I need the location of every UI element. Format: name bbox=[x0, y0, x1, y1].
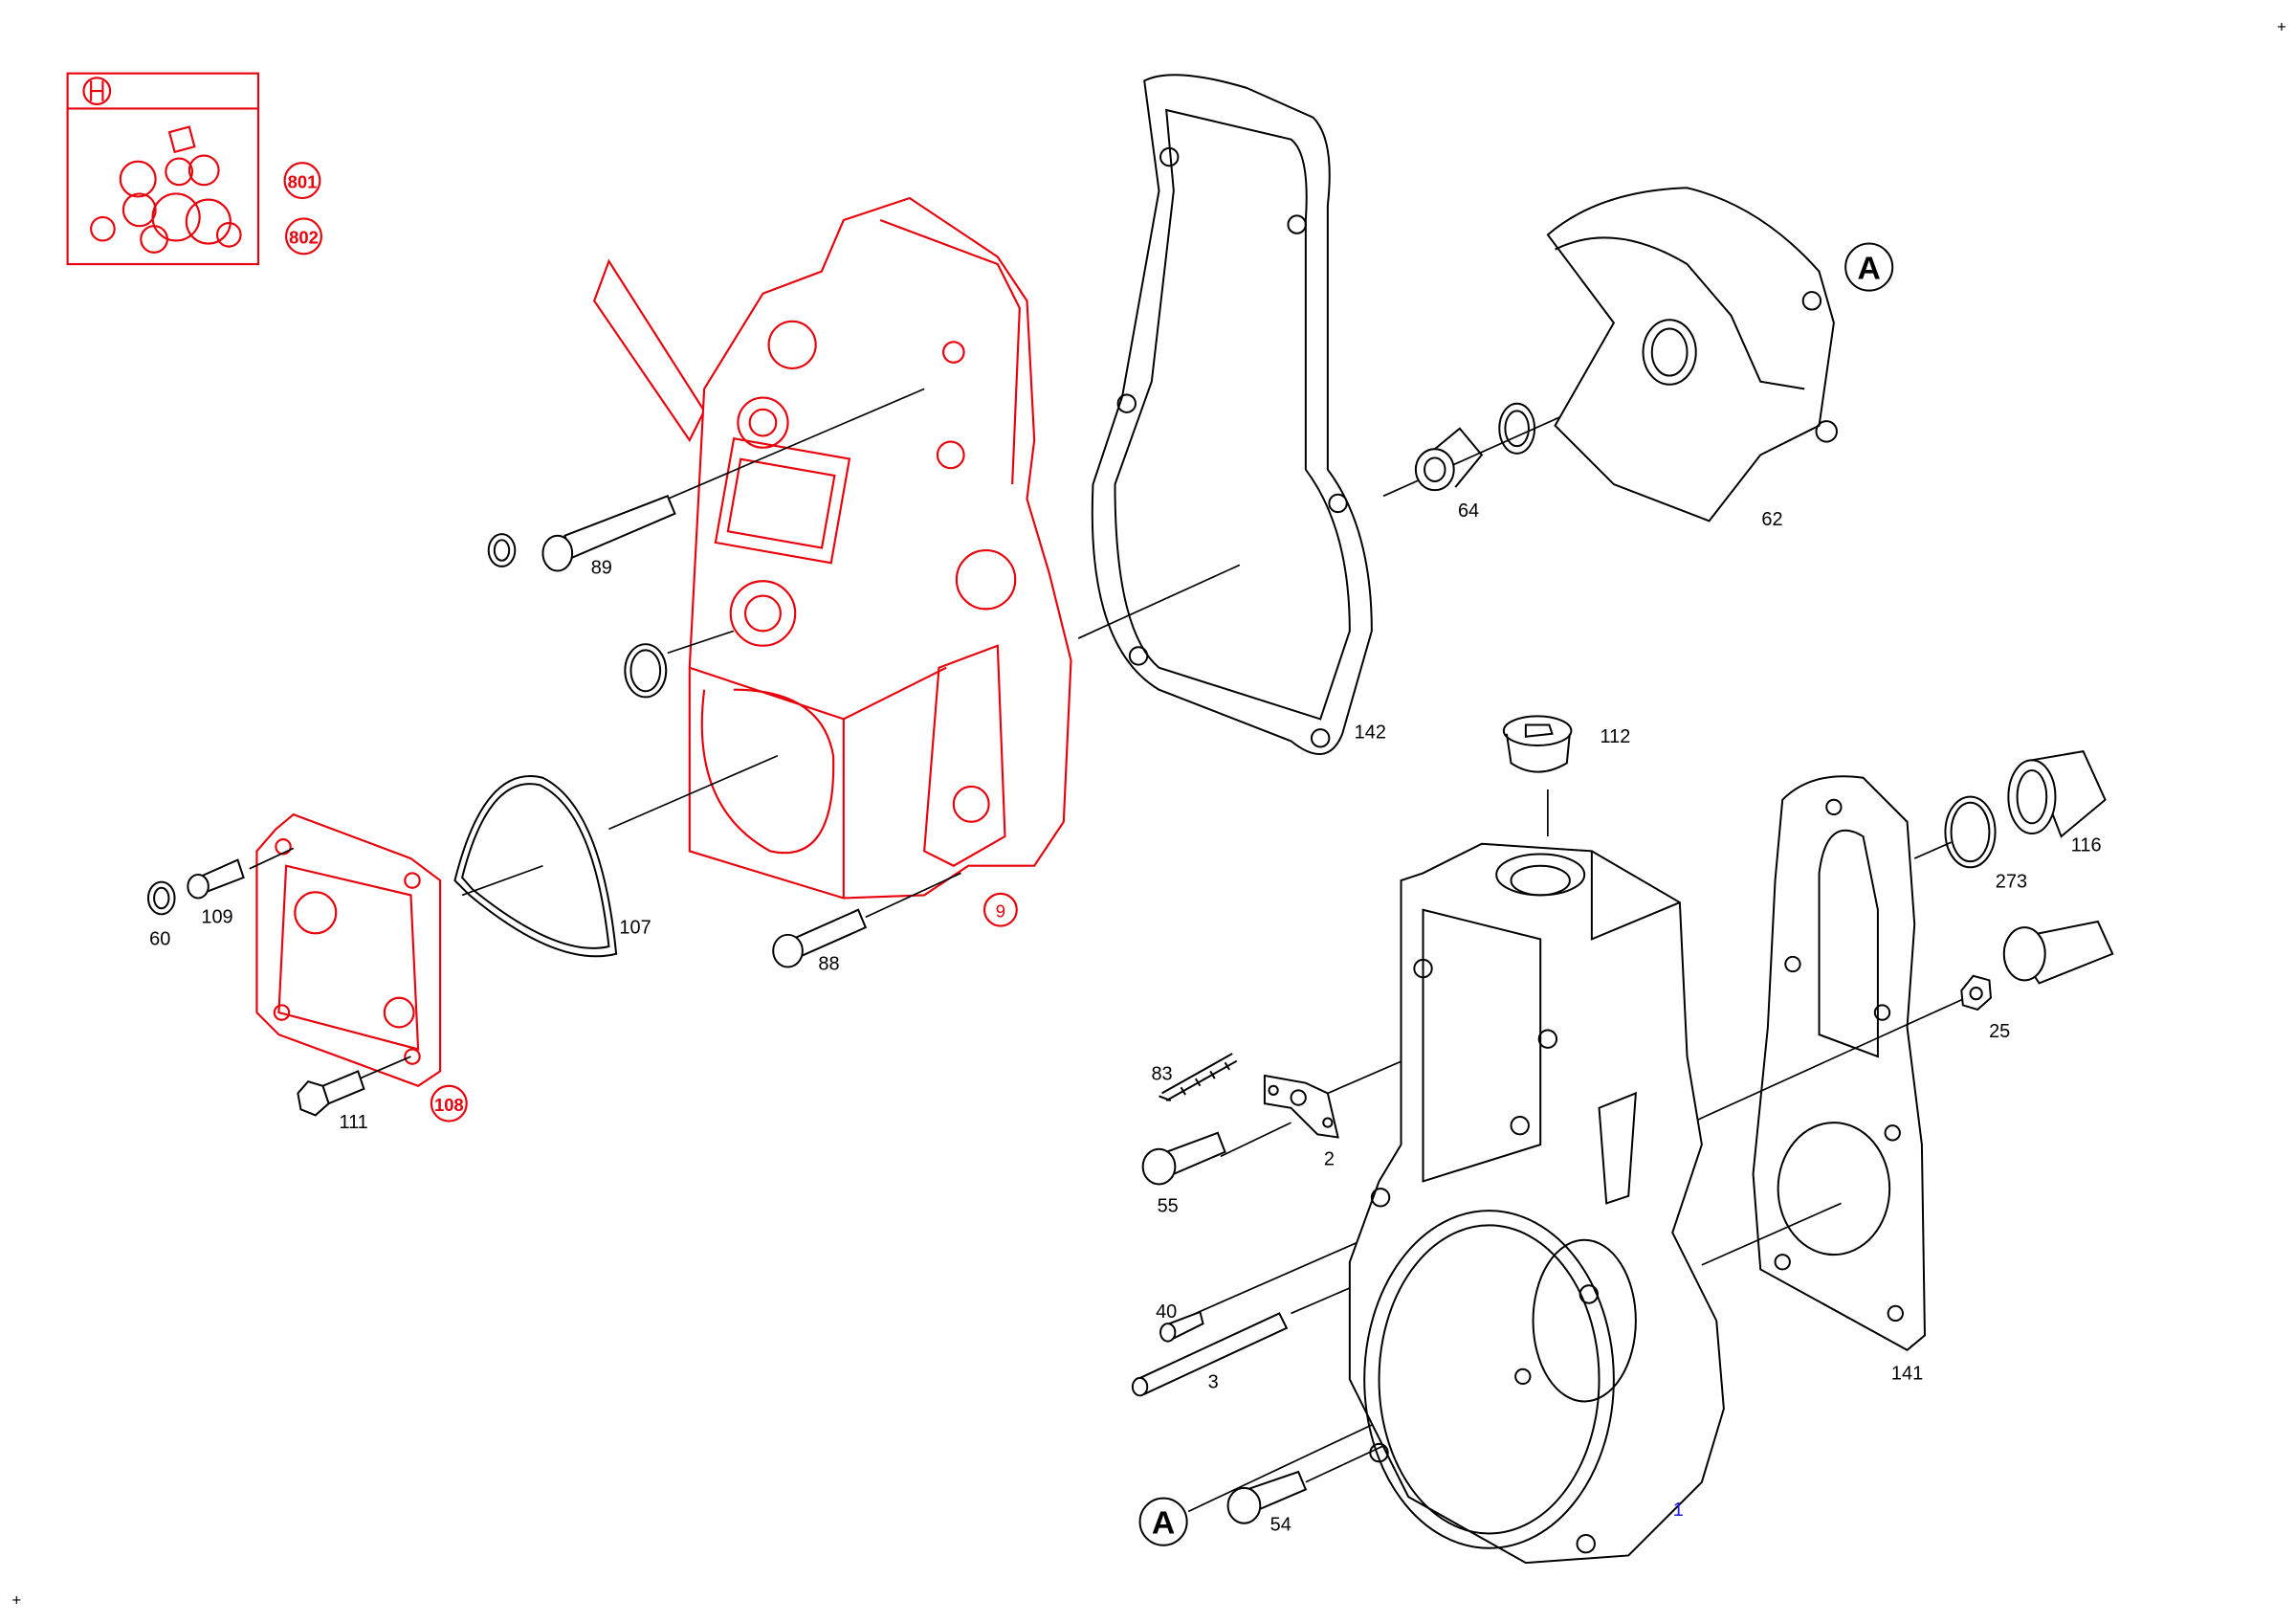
callout-802[interactable]: 802 bbox=[285, 217, 322, 256]
plug-part-112[interactable] bbox=[1502, 715, 1573, 773]
callout-40[interactable]: 40 bbox=[1156, 1301, 1177, 1323]
bolt-part-88[interactable] bbox=[772, 908, 868, 968]
o-ring-part[interactable] bbox=[624, 643, 668, 699]
svg-text:108: 108 bbox=[434, 1095, 464, 1115]
lever-shaft-part[interactable] bbox=[2002, 920, 2114, 985]
callout-62[interactable]: 62 bbox=[1761, 509, 1782, 530]
washer-part[interactable] bbox=[487, 533, 517, 567]
svg-text:9: 9 bbox=[996, 900, 1005, 921]
bolt-part-89[interactable] bbox=[541, 495, 676, 572]
callout-83[interactable]: 83 bbox=[1151, 1064, 1172, 1085]
svg-text:801: 801 bbox=[288, 171, 318, 191]
seal-rings-icon bbox=[90, 125, 242, 254]
screw-part-109[interactable] bbox=[187, 858, 245, 900]
callout-3[interactable]: 3 bbox=[1208, 1372, 1219, 1393]
corner-mark-top-right: + bbox=[2277, 18, 2286, 36]
callout-111[interactable]: 111 bbox=[339, 1112, 367, 1133]
pin-part-40[interactable] bbox=[1159, 1310, 1204, 1343]
plug-part-60[interactable] bbox=[146, 880, 176, 916]
svg-text:A: A bbox=[1152, 1504, 1175, 1541]
callout-142[interactable]: 142 bbox=[1355, 722, 1386, 743]
bracket-part-62[interactable] bbox=[1546, 187, 1838, 522]
callout-112[interactable]: 112 bbox=[1601, 726, 1631, 747]
callout-A-bottom[interactable]: A bbox=[1138, 1497, 1188, 1546]
callout-25[interactable]: 25 bbox=[1989, 1021, 2010, 1042]
svg-text:A: A bbox=[1858, 250, 1881, 286]
callout-A-top[interactable]: A bbox=[1844, 242, 1894, 292]
bolt-part-111[interactable] bbox=[297, 1070, 365, 1117]
pump-housing-part-1[interactable] bbox=[1348, 842, 1725, 1565]
callout-64[interactable]: 64 bbox=[1458, 500, 1479, 522]
gasket-part-107[interactable] bbox=[453, 775, 618, 958]
callout-273[interactable]: 273 bbox=[1996, 872, 2027, 893]
sleeve-part-116[interactable] bbox=[2007, 750, 2107, 838]
bracket-part-2[interactable] bbox=[1263, 1074, 1339, 1139]
seal-kit-box[interactable] bbox=[66, 72, 260, 266]
callout-108[interactable]: 108 bbox=[430, 1084, 468, 1123]
nut-part-64[interactable] bbox=[1414, 427, 1484, 492]
nut-part-25[interactable] bbox=[1960, 974, 1993, 1012]
corner-mark-bottom-left: + bbox=[11, 1591, 21, 1610]
callout-2[interactable]: 2 bbox=[1324, 1149, 1335, 1170]
callout-801[interactable]: 801 bbox=[283, 162, 321, 200]
washer-part-273[interactable] bbox=[1944, 795, 1997, 869]
callout-60[interactable]: 60 bbox=[149, 929, 170, 950]
callout-89[interactable]: 89 bbox=[591, 558, 612, 579]
bosch-logo-icon bbox=[82, 77, 112, 105]
callout-9[interactable]: 9 bbox=[982, 892, 1018, 927]
spring-part-83[interactable] bbox=[1159, 1053, 1238, 1102]
gasket-part-142[interactable] bbox=[1091, 74, 1373, 756]
bolt-part-55[interactable] bbox=[1141, 1131, 1226, 1186]
svg-text:802: 802 bbox=[289, 228, 319, 248]
stud-part-3[interactable] bbox=[1131, 1312, 1289, 1397]
callout-107[interactable]: 107 bbox=[619, 917, 651, 938]
callout-116[interactable]: 116 bbox=[2071, 834, 2102, 856]
washer-part-64a[interactable] bbox=[1498, 402, 1536, 455]
bolt-part-54[interactable] bbox=[1226, 1470, 1308, 1524]
callout-109[interactable]: 109 bbox=[201, 907, 232, 928]
callout-88[interactable]: 88 bbox=[818, 954, 839, 975]
callout-54[interactable]: 54 bbox=[1270, 1514, 1292, 1535]
cover-plate-part-108[interactable] bbox=[255, 812, 442, 1087]
callout-141[interactable]: 141 bbox=[1891, 1363, 1923, 1384]
gasket-part-141[interactable] bbox=[1752, 775, 1926, 1351]
callout-1[interactable]: 1 bbox=[1673, 1500, 1684, 1521]
governor-housing-part-9[interactable] bbox=[592, 196, 1072, 900]
callout-55[interactable]: 55 bbox=[1158, 1196, 1179, 1217]
